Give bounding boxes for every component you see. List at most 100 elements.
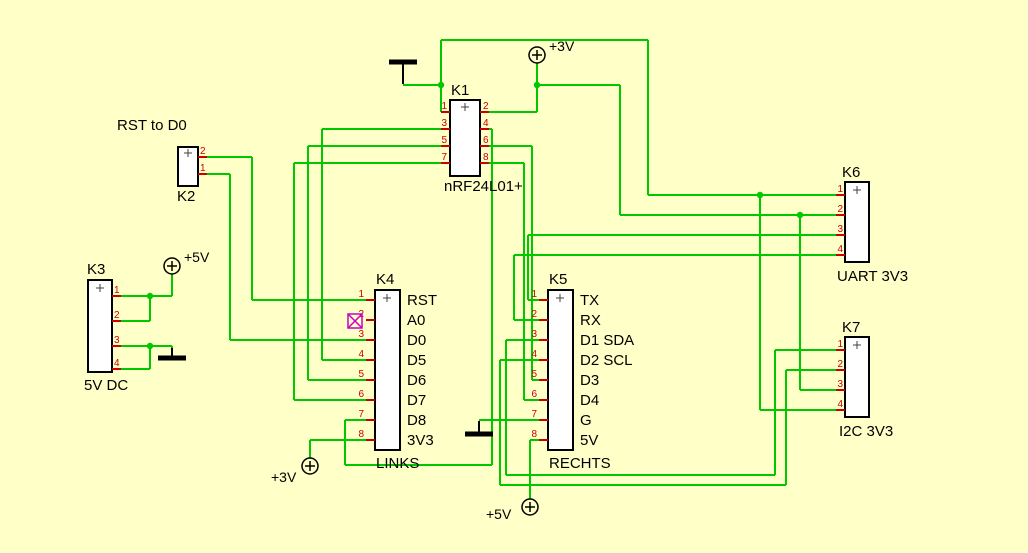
pin-number: 2 xyxy=(483,101,489,112)
pin-number: 7 xyxy=(441,152,447,163)
ground-symbol-top xyxy=(389,59,417,84)
origin-cross-icon xyxy=(853,341,861,349)
power-symbol-3v-top: +3V xyxy=(528,38,575,64)
k2-body[interactable] xyxy=(177,146,199,187)
component-k2[interactable]: 2 1 RST to D0 K2 xyxy=(117,117,207,205)
pin-number: 2 xyxy=(837,359,843,370)
pin-label: D6 xyxy=(407,372,426,389)
power-label: +5V xyxy=(486,506,512,522)
pin-number: 4 xyxy=(114,358,120,369)
pin-number: 5 xyxy=(531,369,537,380)
k4-body[interactable] xyxy=(374,289,401,451)
ref-designator: K3 xyxy=(87,261,105,278)
origin-cross-icon xyxy=(853,186,861,194)
origin-cross-icon xyxy=(96,284,104,292)
part-value: UART 3V3 xyxy=(837,268,908,285)
pin-number: 2 xyxy=(200,146,206,157)
pin-number: 1 xyxy=(441,101,447,112)
pin-label: 3V3 xyxy=(407,432,434,449)
pin-label: D7 xyxy=(407,392,426,409)
pin-label: D0 xyxy=(407,332,426,349)
pin-number: 7 xyxy=(531,409,537,420)
ground-symbol-center xyxy=(465,421,493,437)
k3-body[interactable] xyxy=(87,279,113,373)
pin-number: 6 xyxy=(531,389,537,400)
part-value: RECHTS xyxy=(549,455,611,472)
pin-label: RST xyxy=(407,292,437,309)
pin-number: 3 xyxy=(837,224,843,235)
pin-number: 4 xyxy=(358,349,364,360)
pin-number: 6 xyxy=(483,135,489,146)
pin-label: A0 xyxy=(407,312,425,329)
part-value: 5V DC xyxy=(84,377,128,394)
ref-designator: K5 xyxy=(549,271,567,288)
k6-body[interactable] xyxy=(844,181,870,263)
pin-number: 2 xyxy=(531,309,537,320)
k1-body[interactable] xyxy=(449,99,481,177)
pin-number: 1 xyxy=(358,289,364,300)
pin-number: 4 xyxy=(483,118,489,129)
power-label: +3V xyxy=(271,469,297,485)
pin-number: 2 xyxy=(837,204,843,215)
no-connect-marker xyxy=(347,313,363,329)
power-symbol-3v-links: +3V xyxy=(271,457,319,485)
ground-symbol-input xyxy=(158,348,186,361)
component-k6[interactable]: 1 2 3 4 K6 UART 3V3 xyxy=(836,164,908,285)
pin-number: 1 xyxy=(837,184,843,195)
k7-body[interactable] xyxy=(844,336,870,418)
net-note: RST to D0 xyxy=(117,117,187,134)
power-label: +5V xyxy=(184,249,210,265)
ref-designator: K1 xyxy=(451,82,469,99)
component-k5[interactable]: 1 2 3 4 5 6 7 8 TX RX D1 SDA D2 SCL D3 D… xyxy=(531,271,634,472)
pin-number: 8 xyxy=(483,152,489,163)
component-k4[interactable]: 1 2 3 4 5 6 7 8 RST A0 D0 D5 D6 D7 D8 3V… xyxy=(358,271,437,472)
component-k3[interactable]: 1 2 3 4 K3 5V DC xyxy=(84,261,128,394)
pin-number: 3 xyxy=(531,329,537,340)
part-value: I2C 3V3 xyxy=(839,423,893,440)
pin-label: D8 xyxy=(407,412,426,429)
pin-number: 1 xyxy=(200,163,206,174)
pin-label: D1 SDA xyxy=(580,332,634,349)
pin-number: 1 xyxy=(837,339,843,350)
origin-cross-icon xyxy=(461,103,469,111)
pin-number: 6 xyxy=(358,389,364,400)
part-value: nRF24L01+ xyxy=(444,178,523,195)
ref-designator: K4 xyxy=(376,271,394,288)
net-wires xyxy=(121,39,836,499)
pin-label: D2 SCL xyxy=(580,352,633,369)
pin-number: 3 xyxy=(358,329,364,340)
pin-number: 1 xyxy=(114,285,120,296)
pin-label: 5V xyxy=(580,432,598,449)
origin-cross-icon xyxy=(184,149,192,157)
ref-designator: K6 xyxy=(842,164,860,181)
k5-body[interactable] xyxy=(547,289,574,451)
pin-number: 4 xyxy=(531,349,537,360)
pin-label: D3 xyxy=(580,372,599,389)
component-k7[interactable]: 1 2 3 4 K7 I2C 3V3 xyxy=(836,319,893,440)
ref-designator: K7 xyxy=(842,319,860,336)
component-k1[interactable]: 1 3 5 7 2 4 6 8 K1 nRF24L01+ xyxy=(441,82,523,195)
ref-designator: K2 xyxy=(177,188,195,205)
pin-number: 8 xyxy=(531,429,537,440)
pin-number: 7 xyxy=(358,409,364,420)
pin-number: 5 xyxy=(358,369,364,380)
pin-label: G xyxy=(580,412,592,429)
pin-number: 3 xyxy=(114,335,120,346)
origin-cross-icon xyxy=(556,294,564,302)
pin-number: 1 xyxy=(531,289,537,300)
pin-label: D5 xyxy=(407,352,426,369)
pin-number: 8 xyxy=(358,429,364,440)
pin-number: 2 xyxy=(114,310,120,321)
pin-number: 3 xyxy=(837,379,843,390)
pin-label: D4 xyxy=(580,392,599,409)
pin-number: 4 xyxy=(837,244,843,255)
power-label: +3V xyxy=(549,38,575,54)
part-value: LINKS xyxy=(376,455,419,472)
pin-number: 3 xyxy=(441,118,447,129)
pin-label: RX xyxy=(580,312,601,329)
pin-number: 4 xyxy=(837,399,843,410)
origin-cross-icon xyxy=(383,294,391,302)
power-symbol-5v-input: +5V xyxy=(163,249,210,275)
